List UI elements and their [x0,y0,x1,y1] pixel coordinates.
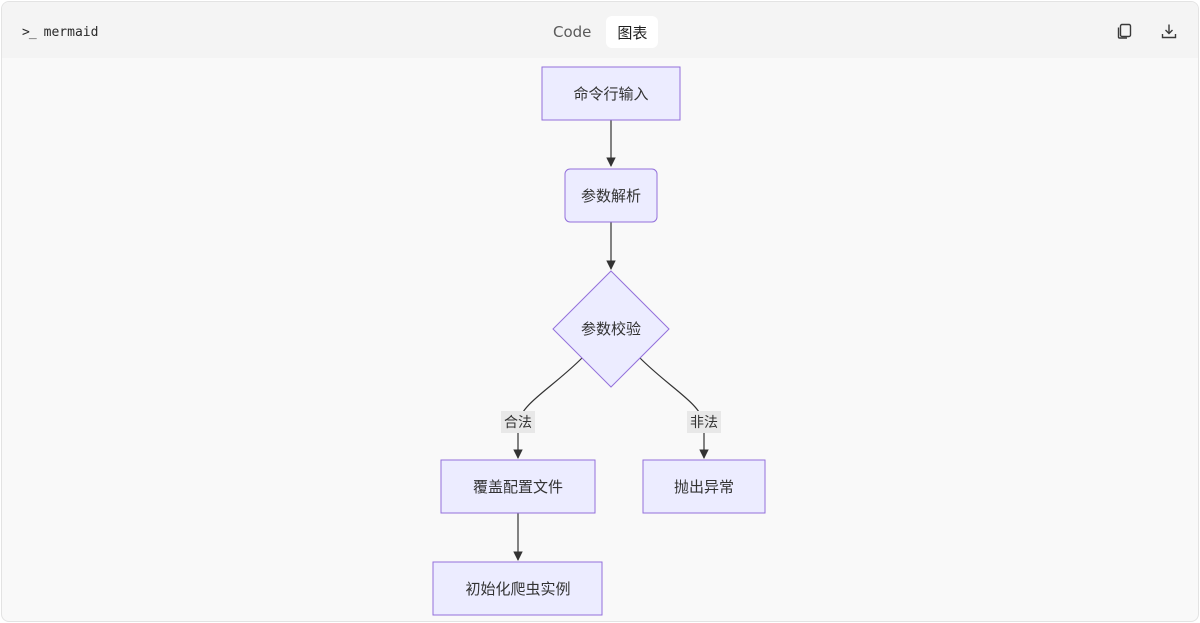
language-label: mermaid [43,24,99,40]
node-parse-label: 参数解析 [581,187,641,205]
node-error-label: 抛出异常 [674,478,734,496]
node-input-label: 命令行输入 [573,85,648,103]
terminal-icon: >_ [22,24,37,40]
download-icon [1161,24,1177,39]
edge-validate-override [513,357,583,459]
edge-label-legal: 合法 [501,411,535,433]
view-tabs: Code 图表 [542,16,659,48]
tab-code[interactable]: Code [553,23,592,41]
edge-label-legal-text: 合法 [504,415,532,431]
node-init-label: 初始化爬虫实例 [465,580,570,598]
download-button[interactable] [1158,20,1180,42]
node-input[interactable]: 命令行输入 [541,66,681,121]
node-validate-label: 参数校验 [581,320,641,338]
diagram-canvas: 合法 非法 命令行输入 参数解析 参数校验 覆盖配置文件 [2,58,1198,621]
node-override[interactable]: 覆盖配置文件 [440,459,596,514]
code-block-header: >_ mermaid Code 图表 [2,2,1198,58]
node-parse[interactable]: 参数解析 [564,168,658,223]
copy-button[interactable] [1114,20,1136,42]
node-override-label: 覆盖配置文件 [473,478,563,496]
flowchart-svg: 合法 非法 命令行输入 参数解析 参数校验 覆盖配置文件 [432,66,766,616]
copy-icon [1117,23,1132,39]
tab-diagram[interactable]: 图表 [606,16,659,48]
node-init[interactable]: 初始化爬虫实例 [432,561,603,616]
node-validate[interactable]: 参数校验 [552,270,670,388]
edge-label-illegal-text: 非法 [690,415,718,431]
edge-label-illegal: 非法 [687,411,721,433]
language-tag: >_ mermaid [22,22,98,42]
edge-validate-error [639,357,709,459]
node-error[interactable]: 抛出异常 [642,459,766,514]
